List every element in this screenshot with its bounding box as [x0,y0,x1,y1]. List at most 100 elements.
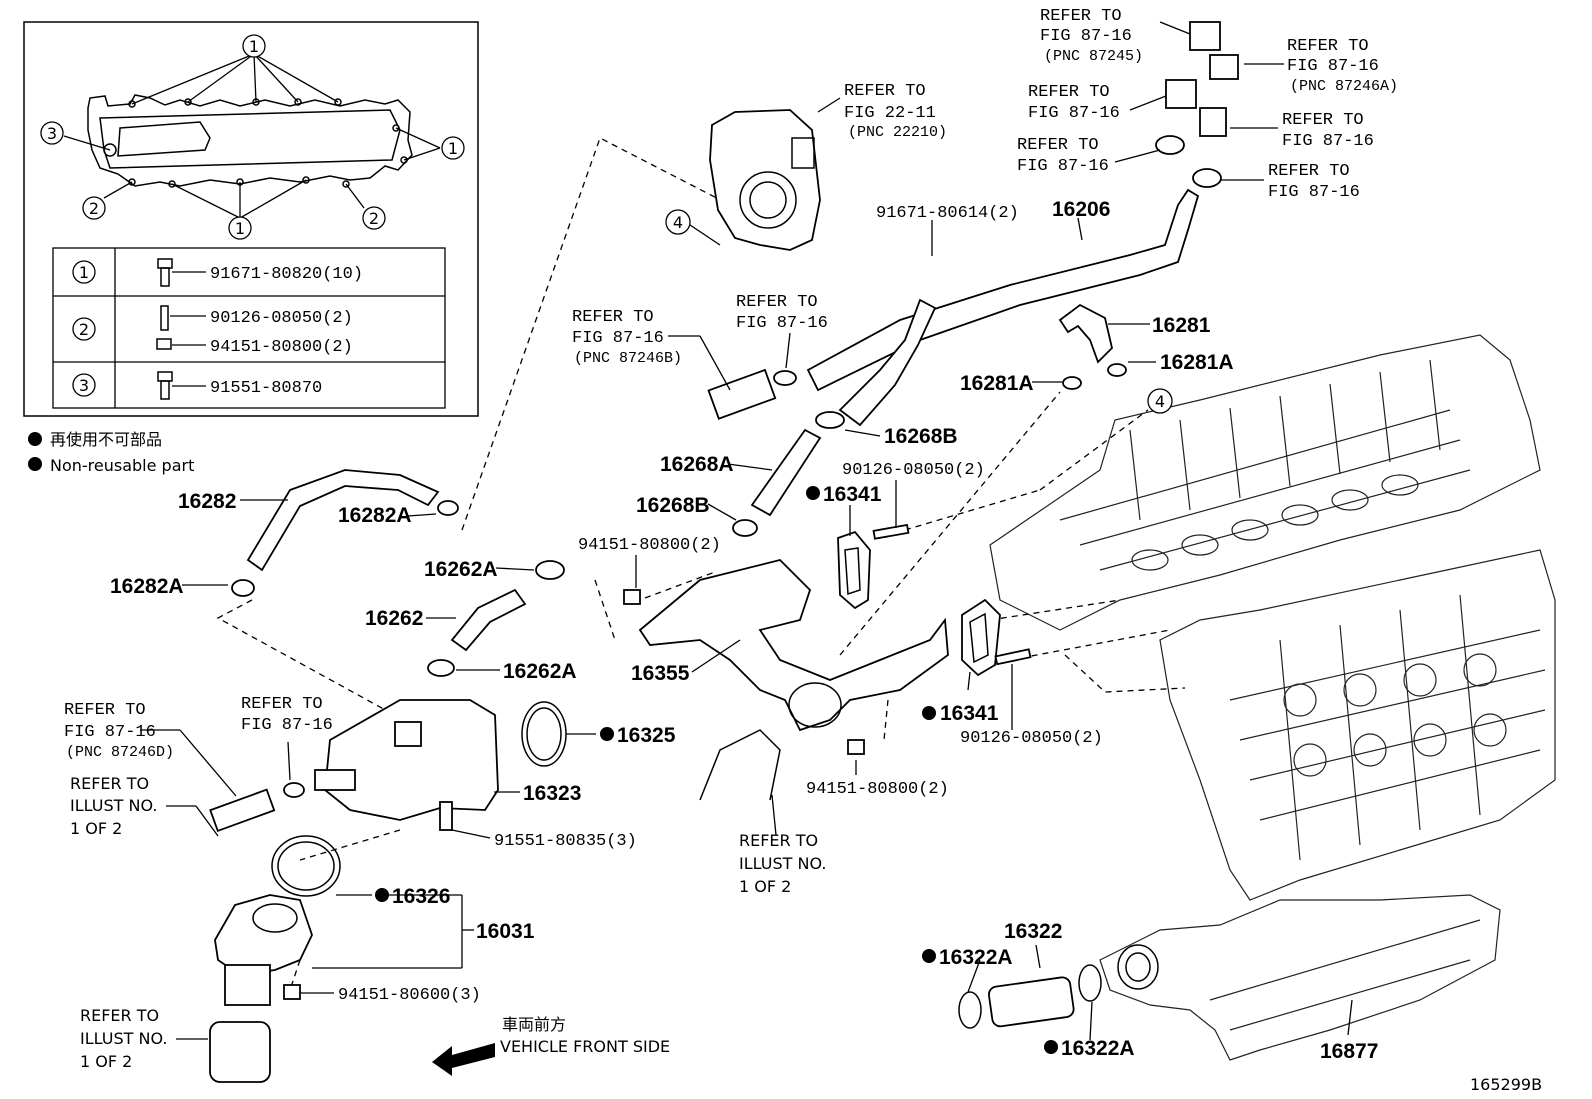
ref-top-5: REFER TO FIG 87-16 [1017,136,1109,176]
svg-text:車両前方: 車両前方 [502,1015,566,1034]
label-91551-80835: 91551-80835(3) [494,832,637,851]
svg-text:ILLUST NO.: ILLUST NO. [80,1029,167,1048]
svg-text:REFER TO: REFER TO [739,831,818,850]
hose-16262 [450,588,527,652]
svg-text:2: 2 [89,199,99,218]
svg-text:ILLUST NO.: ILLUST NO. [739,854,826,873]
svg-text:1 OF 2: 1 OF 2 [80,1052,132,1071]
svg-text:REFER TO: REFER TO [1028,83,1110,102]
svg-text:FIG 87-16: FIG 87-16 [1017,157,1109,176]
thermostat-16031 [214,894,313,1006]
vehicle-front-arrow-icon [432,1043,495,1076]
svg-text:FIG 87-16: FIG 87-16 [241,716,333,735]
gasket-16325 [521,701,567,767]
o-ring-16322A-right [1078,964,1102,1002]
label-16268B-bottom: 16268B [636,494,710,517]
clip-16282A-top [437,500,459,516]
legend-part-91671: 91671-80820(10) [210,265,363,284]
ref-left-1: REFER TO FIG 87-16 (PNC 87246D) [64,701,174,761]
svg-text:FIG 87-16: FIG 87-16 [1028,104,1120,123]
label-16281A-right: 16281A [1160,351,1234,374]
inset-callout-2-left: 2 [82,196,106,220]
label-16281A-left: 16281A [960,372,1034,395]
label-16877: 16877 [1320,1040,1378,1063]
nonreusable-dot-16322A-bottom [1044,1040,1058,1054]
svg-text:REFER TO: REFER TO [572,308,654,327]
svg-text:REFER TO: REFER TO [1282,111,1364,130]
nonreusable-dot-16341-top [806,486,820,500]
svg-text:REFER TO: REFER TO [64,701,146,720]
clip-16268B-bottom [732,519,758,537]
label-94151-80800-top: 94151-80800(2) [578,536,721,555]
label-16326: 16326 [392,885,450,908]
svg-text:(PNC 87246D): (PNC 87246D) [66,744,174,761]
svg-text:REFER TO: REFER TO [70,774,149,793]
hose-16281 [1058,303,1113,364]
clip-16281A-left [1062,376,1082,390]
legend-part-94151: 94151-80800(2) [210,338,353,357]
nut-middle [847,739,865,755]
clip-16262A-bottom [427,659,455,677]
inset-callout-1-right: 1 [441,136,465,160]
ref-top-4: REFER TO FIG 87-16 [1282,111,1374,151]
label-16262: 16262 [365,607,423,630]
label-16325: 16325 [617,724,676,747]
label-16206: 16206 [1052,198,1110,221]
svg-text:FIG 87-16: FIG 87-16 [1268,183,1360,202]
stud-upper [872,523,910,540]
hose-16268A [750,428,822,517]
gasket-16341-bottom [961,598,1001,677]
svg-text:REFER TO: REFER TO [1017,136,1099,155]
svg-text:FIG 87-16: FIG 87-16 [64,723,156,742]
svg-text:FIG 22-11: FIG 22-11 [844,104,936,123]
gasket-16326 [271,835,341,897]
svg-text:REFER TO: REFER TO [1040,7,1122,26]
legend-num-3: 3 [79,376,89,395]
nut-94151-80600 [283,984,301,1000]
label-16341-top: 16341 [823,483,882,506]
vehicle-front-note: 車両前方 VEHICLE FRONT SIDE [500,1015,670,1056]
svg-text:(PNC 87246A): (PNC 87246A) [1290,78,1398,95]
svg-text:1 OF 2: 1 OF 2 [70,819,122,838]
legend-num-1: 1 [79,263,89,282]
label-16323: 16323 [523,782,581,805]
label-16281: 16281 [1152,314,1211,337]
ref-top-6: REFER TO FIG 87-16 [1268,162,1360,202]
svg-text:4: 4 [1155,392,1165,411]
svg-text:ILLUST NO.: ILLUST NO. [70,796,157,815]
svg-text:3: 3 [47,124,57,143]
ref-top-2: REFER TO FIG 87-16 (PNC 87246A) [1287,37,1398,95]
water-outlet-16355 [638,559,949,732]
svg-text:FIG 87-16: FIG 87-16 [736,314,828,333]
label-16268A: 16268A [660,453,734,476]
svg-text:(PNC 22210): (PNC 22210) [848,124,947,141]
label-16322A-bottom: 16322A [1061,1037,1135,1060]
label-16322: 16322 [1004,920,1062,943]
ref-top-3: REFER TO FIG 87-16 [1028,83,1120,123]
legend-num-2: 2 [79,320,89,339]
ref-throttle-body: REFER TO FIG 22-11 (PNC 22210) [844,82,947,141]
svg-text:REFER TO: REFER TO [1287,37,1369,56]
svg-text:1: 1 [235,219,245,238]
nonreusable-dot-16325 [600,727,614,741]
clip-16282A-bottom [231,579,255,597]
gasket-16341-top [837,530,871,610]
label-90126-top: 90126-08050(2) [842,461,985,480]
label-16282A-top: 16282A [338,504,412,527]
o-ring-16322A-left [958,991,982,1029]
svg-text:1 OF 2: 1 OF 2 [739,877,791,896]
nonreusable-note: 再使用不可部品 Non-reusable part [28,430,194,475]
label-16268B-top: 16268B [884,425,958,448]
stud-lower [994,648,1032,666]
nonreusable-dot-16341-bottom [922,706,936,720]
label-94151-80600: 94151-80600(3) [338,986,481,1005]
label-90126-bottom: 90126-08050(2) [960,729,1103,748]
label-16282A-bottom: 16282A [110,575,184,598]
label-16341-bottom: 16341 [940,702,999,725]
ref-mid-1: REFER TO FIG 87-16 (PNC 87246B) [572,308,682,367]
svg-text:REFER TO: REFER TO [80,1006,159,1025]
label-16322A-top: 16322A [939,946,1013,969]
bolt-91551 [439,801,453,831]
intake-manifold-lower [1099,894,1501,1061]
svg-text:2: 2 [369,209,379,228]
